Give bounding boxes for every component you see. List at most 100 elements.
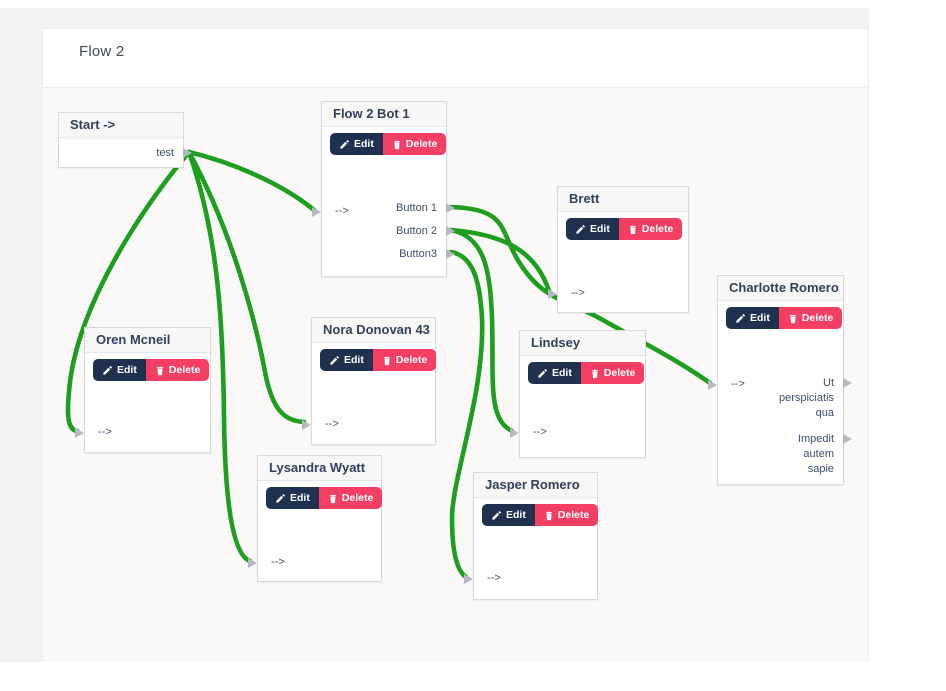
delete-button-label: Delete xyxy=(405,138,438,150)
output-port-arrow-icon[interactable] xyxy=(446,249,455,259)
node-title: Flow 2 Bot 1 xyxy=(322,102,446,127)
input-port-arrow-icon[interactable] xyxy=(312,207,321,217)
node-actions: Edit Delete xyxy=(726,307,843,329)
input-port-arrow-icon[interactable] xyxy=(548,289,557,299)
edit-button-label: Edit xyxy=(290,492,310,504)
edit-button[interactable]: Edit xyxy=(726,307,779,329)
edit-pencil-icon xyxy=(736,313,745,323)
connection-start-oren[interactable] xyxy=(65,149,192,434)
input-port-arrow-icon[interactable] xyxy=(510,428,519,438)
flow-header-card: Flow 2 xyxy=(42,28,869,88)
edit-pencil-icon xyxy=(492,510,501,520)
node-title: Start -> xyxy=(59,113,183,138)
node-title: Nora Donovan 43 xyxy=(312,318,435,343)
edit-button[interactable]: Edit xyxy=(566,218,619,240)
edit-button-label: Edit xyxy=(354,138,374,150)
edit-pencil-icon xyxy=(576,224,585,234)
node-title: Lysandra Wyatt xyxy=(258,456,381,481)
flow-node-jasper[interactable]: Jasper Romero Edit Delete --> xyxy=(464,472,599,600)
output-port-arrow-icon[interactable] xyxy=(446,203,455,213)
output-label: Button 2 xyxy=(396,225,437,237)
input-label: --> xyxy=(98,426,112,438)
output-port-arrow-icon[interactable] xyxy=(446,226,455,236)
page-title: Flow 2 xyxy=(79,43,125,60)
edit-button[interactable]: Edit xyxy=(266,487,319,509)
connections-layer xyxy=(65,149,713,580)
connection-flow2bot1-brett[interactable] xyxy=(448,227,552,294)
input-port-arrow-icon[interactable] xyxy=(302,420,311,430)
node-title: Brett xyxy=(558,187,688,212)
input-port-arrow-icon[interactable] xyxy=(708,380,717,390)
connection-start-nora[interactable] xyxy=(186,149,307,425)
node-actions: Edit Delete xyxy=(266,487,383,509)
edit-button[interactable]: Edit xyxy=(93,359,146,381)
node-title: Charlotte Romero xyxy=(718,276,843,301)
delete-button[interactable]: Delete xyxy=(580,362,645,384)
connection-flow2bot1-jasper[interactable] xyxy=(448,249,485,580)
edit-button[interactable]: Edit xyxy=(528,362,581,384)
trash-icon xyxy=(383,356,390,365)
delete-button-label: Delete xyxy=(603,367,636,379)
delete-button[interactable]: Delete xyxy=(145,359,210,381)
input-label: --> xyxy=(571,287,585,299)
trash-icon xyxy=(329,494,336,503)
trash-icon xyxy=(545,511,552,520)
flow-node-oren[interactable]: Oren Mcneil Edit Delete --> xyxy=(75,327,211,453)
edit-button-label: Edit xyxy=(750,312,770,324)
node-title: Jasper Romero xyxy=(474,473,597,498)
connection-start-flow2bot1[interactable] xyxy=(186,149,317,213)
input-label: --> xyxy=(731,378,745,390)
input-port-arrow-icon[interactable] xyxy=(464,574,473,584)
output-port-arrow-icon[interactable] xyxy=(843,434,852,444)
node-actions: Edit Delete xyxy=(320,349,437,371)
flow-node-lysandra[interactable]: Lysandra Wyatt Edit Delete --> xyxy=(248,455,383,582)
edit-button[interactable]: Edit xyxy=(320,349,373,371)
delete-button[interactable]: Delete xyxy=(318,487,383,509)
trash-icon xyxy=(156,366,163,375)
delete-button[interactable]: Delete xyxy=(618,218,683,240)
flow-node-brett[interactable]: Brett Edit Delete --> xyxy=(548,186,689,313)
node-actions: Edit Delete xyxy=(93,359,210,381)
input-port-arrow-icon[interactable] xyxy=(248,558,257,568)
input-label: --> xyxy=(487,572,501,584)
input-port-arrow-icon[interactable] xyxy=(75,428,84,438)
delete-button-label: Delete xyxy=(641,223,674,235)
delete-button-label: Delete xyxy=(395,354,428,366)
connection-flow2bot1-lindsey[interactable] xyxy=(448,227,515,434)
delete-button-label: Delete xyxy=(168,364,201,376)
delete-button[interactable]: Delete xyxy=(778,307,843,329)
output-label: Button3 xyxy=(399,248,437,260)
edit-pencil-icon xyxy=(330,355,339,365)
output-port-arrow-icon[interactable] xyxy=(183,148,192,158)
delete-button[interactable]: Delete xyxy=(382,133,447,155)
trash-icon xyxy=(789,314,796,323)
node-title: Oren Mcneil xyxy=(85,328,210,353)
edit-pencil-icon xyxy=(276,493,285,503)
edit-button[interactable]: Edit xyxy=(482,504,535,526)
delete-button[interactable]: Delete xyxy=(534,504,599,526)
output-label: test xyxy=(156,147,174,159)
output-port-arrow-icon[interactable] xyxy=(843,378,852,388)
trash-icon xyxy=(629,225,636,234)
node-actions: Edit Delete xyxy=(528,362,645,384)
edit-button[interactable]: Edit xyxy=(330,133,383,155)
flow-node-start[interactable]: Start -> test xyxy=(58,112,192,168)
input-label: --> xyxy=(533,426,547,438)
delete-button-label: Delete xyxy=(801,312,834,324)
connection-start-lysandra[interactable] xyxy=(186,149,253,564)
delete-button[interactable]: Delete xyxy=(372,349,437,371)
delete-button-label: Delete xyxy=(557,509,590,521)
edit-pencil-icon xyxy=(340,139,349,149)
node-actions: Edit Delete xyxy=(482,504,599,526)
delete-button-label: Delete xyxy=(341,492,374,504)
input-label: --> xyxy=(271,556,285,568)
edit-button-label: Edit xyxy=(590,223,610,235)
node-actions: Edit Delete xyxy=(330,133,447,155)
